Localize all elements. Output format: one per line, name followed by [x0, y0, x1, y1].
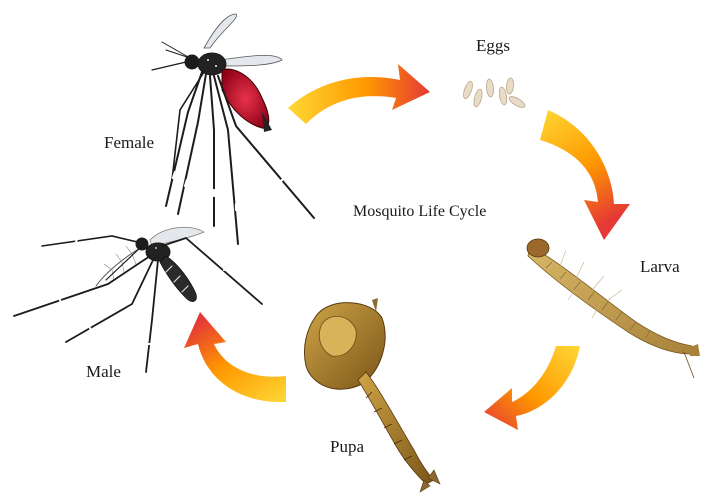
cycle-arrow-icon	[484, 346, 580, 430]
larva-icon	[526, 238, 700, 379]
cycle-arrow-icon	[288, 64, 430, 124]
stage-label-pupa: Pupa	[330, 437, 364, 456]
cycle-arrow-icon	[184, 312, 286, 403]
diagram-title: Mosquito Life Cycle	[353, 203, 487, 220]
stage-label-eggs: Eggs	[476, 36, 510, 55]
female-mosquito-icon	[151, 13, 315, 245]
male-mosquito-icon	[13, 226, 263, 373]
pupa-icon	[303, 298, 441, 493]
stage-label-male: Male	[86, 362, 121, 381]
cycle-arrow-icon	[540, 110, 630, 240]
stage-label-female: Female	[104, 133, 155, 152]
stage-label-larva: Larva	[640, 257, 680, 276]
eggs-icon	[463, 77, 526, 108]
